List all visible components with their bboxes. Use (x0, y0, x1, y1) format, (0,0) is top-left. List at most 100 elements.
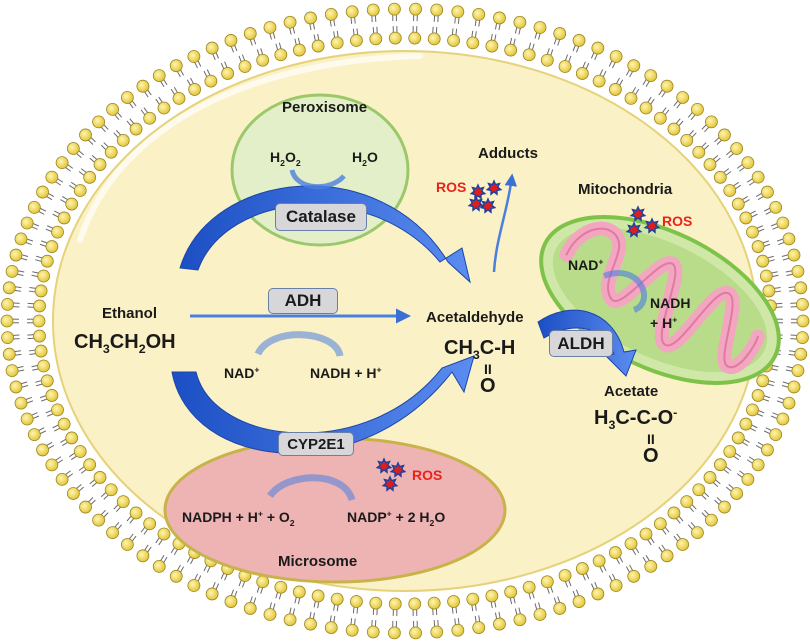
lipid-head (769, 428, 783, 442)
lipid-head (796, 297, 809, 311)
lipid-head (129, 506, 143, 520)
ros-star (643, 217, 661, 234)
lipid-head (292, 43, 306, 57)
lipid-head (136, 549, 150, 563)
ros-label-top: ROS (436, 179, 467, 195)
lipid-head (92, 115, 106, 129)
lipid-head (350, 34, 363, 47)
lipid-head (27, 200, 41, 214)
lipid-head (522, 48, 536, 62)
lipid-head (667, 506, 681, 520)
lipid-head (36, 443, 49, 457)
microsome-cofactor-arrow (267, 474, 356, 502)
ros-star (485, 179, 503, 196)
lipid-head (116, 495, 130, 509)
lipid-head (37, 269, 51, 283)
lipid-head (591, 41, 605, 55)
lipid-head (324, 621, 338, 634)
lipid-head (330, 36, 344, 50)
lipid-head (45, 389, 59, 402)
lipid-head (791, 364, 805, 378)
lipid-head (730, 487, 744, 500)
lipid-head (205, 41, 219, 55)
lipid-head (187, 579, 201, 592)
lipid-head (703, 158, 717, 171)
lipid-head (540, 575, 554, 589)
lipid-head (769, 200, 783, 214)
lipid-head (345, 5, 359, 19)
lipid-head (65, 197, 79, 211)
lipid-head (639, 101, 653, 115)
lipid-head (188, 83, 202, 96)
cyp2e1-pathway-arrow (171, 355, 475, 454)
lipid-head (723, 445, 737, 458)
lipid-head (79, 128, 92, 142)
lipid-head (83, 170, 97, 184)
lipid-head (304, 617, 317, 631)
lipid-head (592, 74, 606, 88)
lipid-head (73, 445, 87, 458)
lipid-head (430, 3, 444, 17)
lipid-head (143, 111, 157, 125)
lipid-head (796, 314, 810, 328)
ros-star (629, 205, 647, 222)
lipid-head (608, 546, 622, 559)
lipid-head (741, 472, 755, 486)
h2o-label: H2O (352, 149, 378, 168)
lipid-head (79, 500, 92, 514)
lipid-head (14, 232, 28, 246)
lipid-head (65, 431, 79, 445)
ros-particles (375, 179, 661, 492)
lipid-head (653, 517, 667, 531)
lipid-head (388, 626, 401, 640)
lipid-head (1, 297, 14, 311)
lipid-head (157, 527, 171, 541)
lipid-head (2, 281, 16, 295)
lipid-head (504, 43, 518, 57)
lipid-head (345, 623, 359, 637)
lipid-head (51, 225, 64, 239)
lipid-head (756, 374, 770, 388)
lipid-head (73, 184, 87, 197)
ros-star (479, 197, 497, 214)
peroxisome-cofactor-arrow (289, 169, 346, 190)
lipid-head (32, 314, 46, 328)
lipid-head (558, 569, 572, 582)
lipid-head (451, 623, 465, 637)
lipid-head (292, 585, 306, 599)
lipid-head (187, 50, 201, 63)
lipid-head (83, 458, 97, 472)
lipid-head (572, 34, 586, 47)
lipid-head (388, 597, 402, 611)
ros-star (375, 457, 393, 474)
lipid-head (51, 403, 64, 417)
lipid-head (591, 587, 605, 601)
ros-star (381, 475, 399, 492)
adh-enzyme: ADH (268, 288, 338, 314)
ros-label-microsome: ROS (412, 467, 443, 483)
lipid-head (787, 248, 801, 262)
lipid-head (0, 314, 14, 328)
cyp2e1-enzyme: CYP2E1 (278, 432, 354, 456)
lipid-head (485, 39, 499, 53)
lipid-head (592, 554, 606, 568)
lipid-head (533, 21, 547, 34)
lipid-head (653, 111, 667, 125)
lipid-head (366, 625, 380, 639)
lipid-head (14, 396, 28, 410)
lipid-head (243, 27, 257, 40)
ros-star (467, 195, 485, 212)
nadph-label: NADPH + H+ + O2 (182, 508, 295, 528)
lipid-head (143, 517, 157, 531)
lipid-head (120, 91, 134, 104)
microsome-label: Microsome (278, 553, 358, 570)
lipid-head (40, 254, 54, 268)
lipid-head (221, 67, 235, 80)
lipid-head (66, 142, 80, 155)
lipid-head (350, 595, 363, 608)
lipid-head (169, 59, 183, 73)
lipid-head (751, 458, 765, 472)
lipid-head (782, 396, 796, 410)
lipid-head (92, 513, 106, 527)
